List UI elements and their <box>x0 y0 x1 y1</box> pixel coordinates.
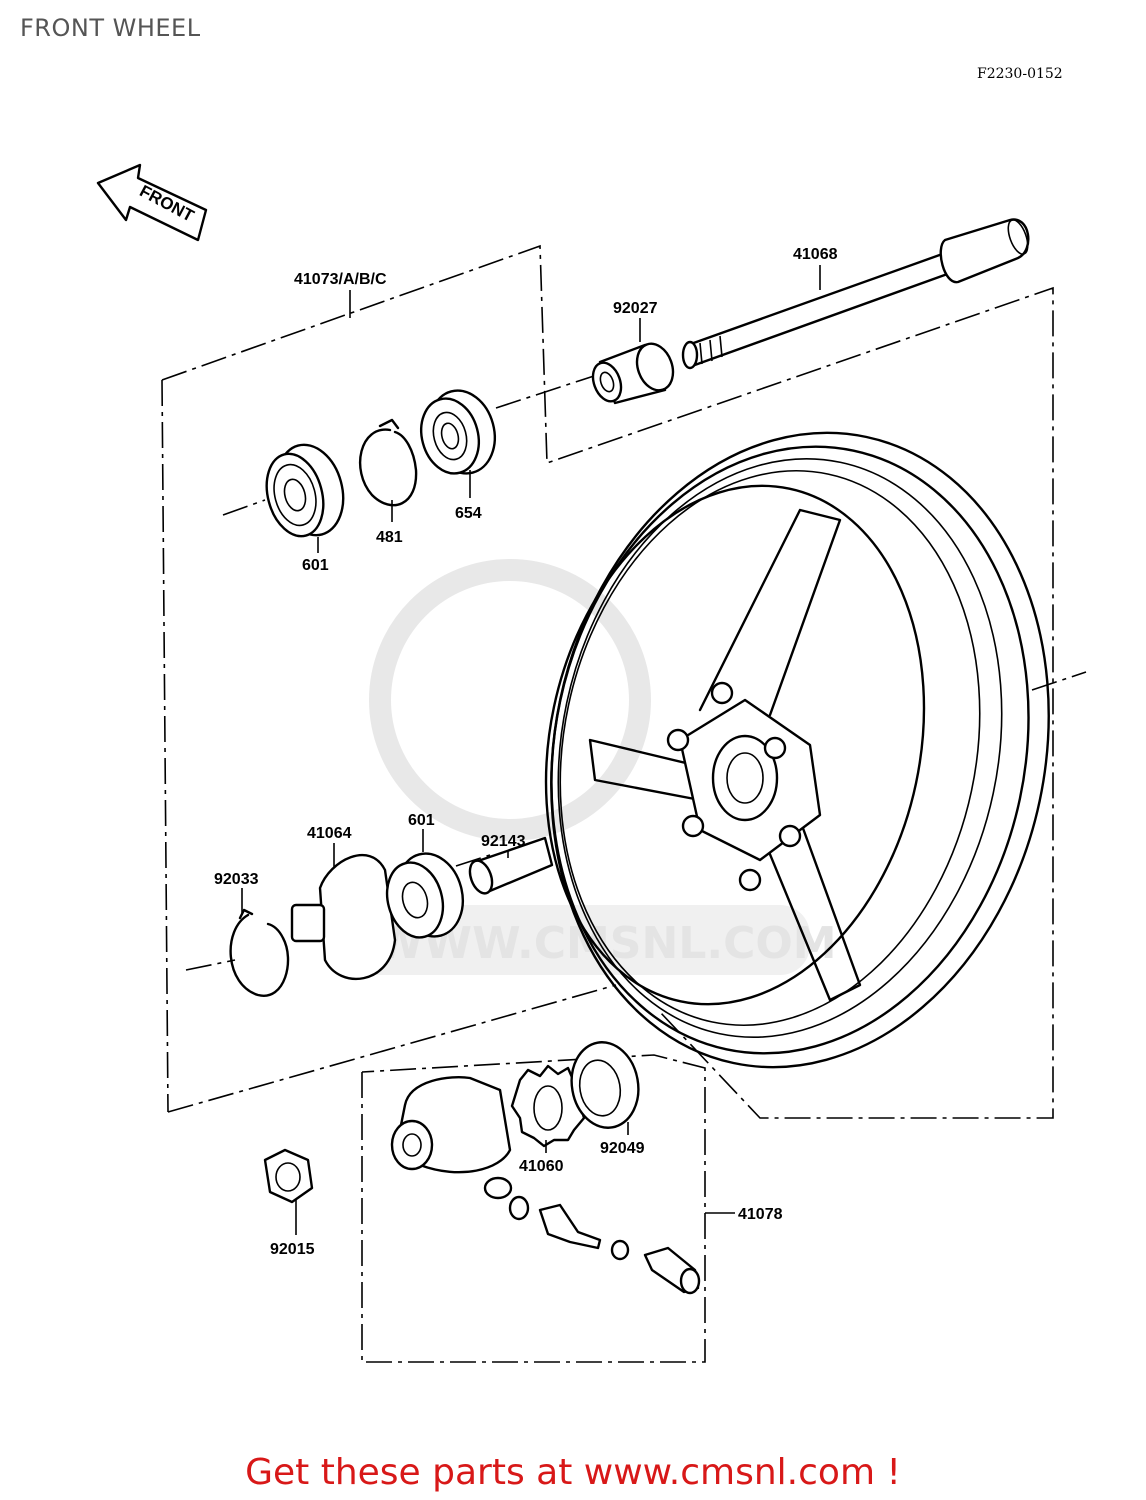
part-label-92033: 92033 <box>214 871 259 888</box>
circlip <box>358 418 418 507</box>
part-label-92015: 92015 <box>270 1241 315 1258</box>
wheel <box>544 431 1050 1069</box>
part-labels: 41073/A/B/C 41068 92027 654 481 601 4106… <box>214 246 838 1258</box>
part-label-41068: 41068 <box>793 246 838 263</box>
axle <box>681 218 1030 370</box>
part-label-41078: 41078 <box>738 1206 783 1223</box>
leader-lines <box>241 265 821 1235</box>
footer-link[interactable]: Get these parts at www.cmsnl.com ! <box>245 1452 901 1493</box>
distance-collar <box>468 836 554 895</box>
part-label-41073: 41073/A/B/C <box>294 271 387 288</box>
speedometer-gear <box>510 1064 586 1148</box>
watermark: WWW.CMSNL.COM <box>350 559 837 975</box>
oil-seal <box>420 389 496 475</box>
circlip-lower <box>229 908 290 997</box>
part-label-41060: 41060 <box>519 1158 564 1175</box>
page-title: FRONT WHEEL <box>20 14 201 42</box>
part-label-41064: 41064 <box>307 825 352 842</box>
ball-bearing-upper <box>265 443 345 538</box>
reference-lines <box>161 244 1087 1363</box>
part-label-481: 481 <box>376 529 403 546</box>
part-label-92049: 92049 <box>600 1140 645 1157</box>
part-label-92027: 92027 <box>613 300 658 317</box>
part-label-654: 654 <box>455 505 482 522</box>
collar <box>591 342 675 405</box>
grease-seal <box>570 1041 640 1129</box>
part-label-601-lower: 601 <box>408 812 435 829</box>
part-label-601-upper: 601 <box>302 557 329 574</box>
diagram-code: F2230-0152 <box>977 66 1063 82</box>
speedometer-gear-housing <box>390 1076 513 1200</box>
axle-nut <box>263 1148 314 1204</box>
front-direction-arrow: FRONT <box>96 163 208 242</box>
ball-bearing-lower <box>385 852 464 939</box>
housing-cover <box>290 853 397 981</box>
pinion-parts <box>508 1195 701 1295</box>
part-label-92143: 92143 <box>481 833 526 850</box>
